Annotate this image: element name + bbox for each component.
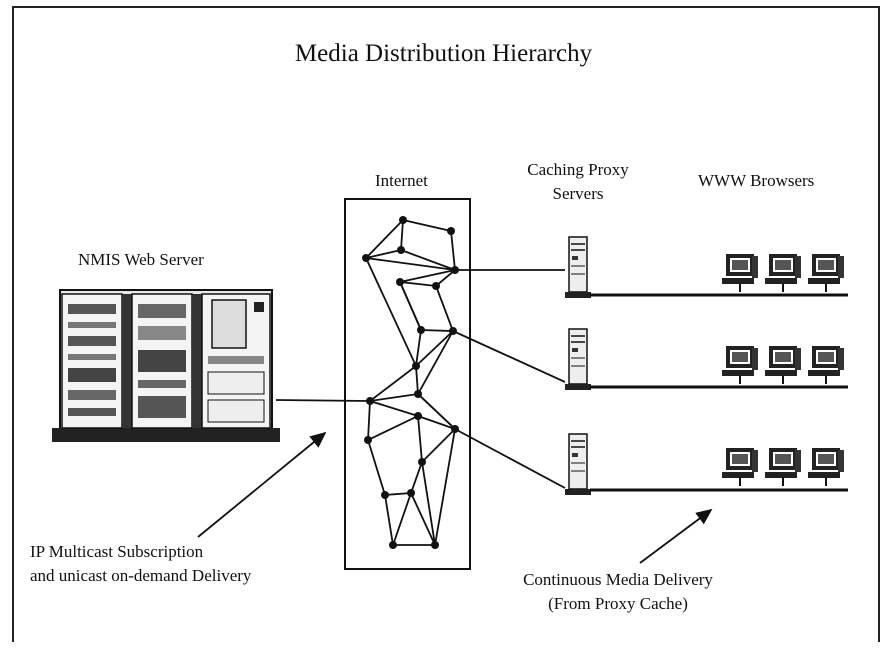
workstation-icon (721, 253, 845, 487)
network-node-icon (362, 216, 459, 549)
connection-links (275, 269, 566, 489)
internet-label: Internet (375, 171, 428, 190)
multicast-label-line2: and unicast on-demand Delivery (30, 566, 252, 585)
continuous-label-line1: Continuous Media Delivery (523, 570, 713, 589)
delivery-arrow-icon (639, 508, 713, 564)
browsers-label: WWW Browsers (698, 171, 815, 190)
web-server-label: NMIS Web Server (78, 250, 204, 269)
figure-frame (12, 6, 880, 642)
diagram-title: Media Distribution Hierarchy (294, 40, 593, 67)
proxy-label-line2: Servers (552, 184, 604, 203)
lan-bus (590, 293, 848, 492)
proxy-server-icon (564, 236, 592, 496)
proxy-label-line1: Caching Proxy (527, 160, 629, 179)
figure-frame-right (878, 6, 880, 642)
multicast-arrow-icon (197, 431, 327, 538)
continuous-label-line2: (From Proxy Cache) (548, 594, 688, 613)
internet-box (344, 198, 471, 570)
web-server-rack-icon (52, 289, 280, 442)
multicast-label-line1: IP Multicast Subscription (30, 542, 204, 561)
